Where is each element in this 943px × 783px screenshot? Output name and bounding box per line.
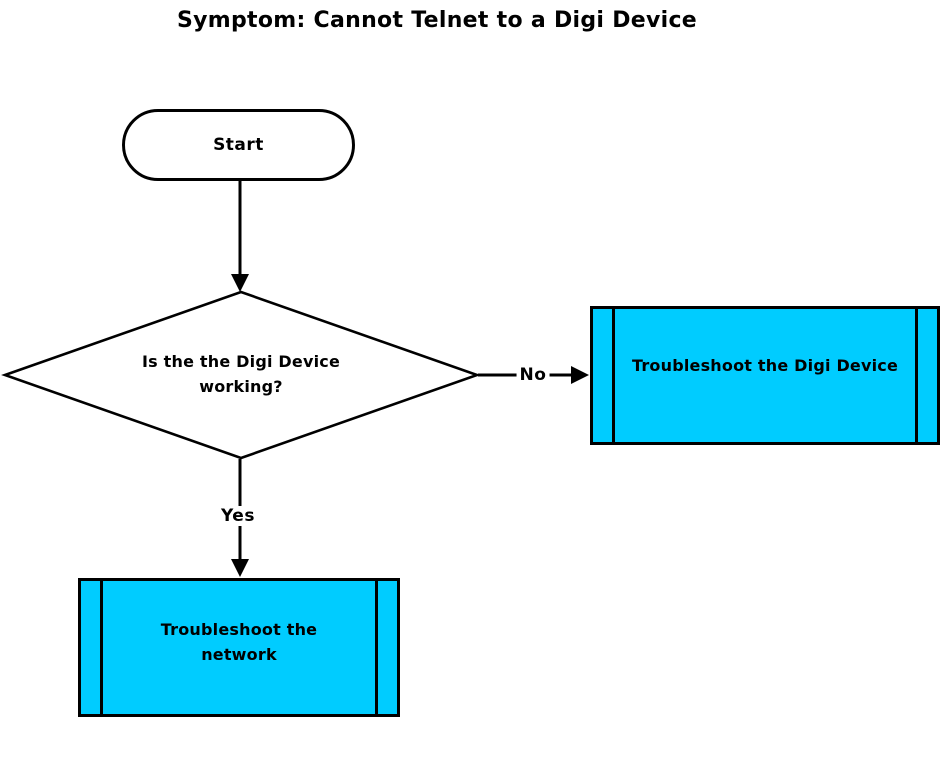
arrowhead-decision-no bbox=[571, 366, 589, 384]
arrowhead-decision-yes bbox=[231, 559, 249, 577]
predefined-process-bar-right bbox=[915, 309, 918, 442]
decision-diamond bbox=[1, 290, 481, 460]
edge-label-yes: Yes bbox=[218, 506, 258, 526]
node-start: Start bbox=[122, 109, 355, 181]
node-troubleshoot-digi-label: Troubleshoot the Digi Device bbox=[631, 356, 899, 376]
predefined-process-bar-left bbox=[100, 581, 103, 714]
node-troubleshoot-network-label: Troubleshoot the network bbox=[160, 619, 318, 664]
node-start-label: Start bbox=[213, 135, 264, 155]
node-decision-label: Is the the Digi Device working? bbox=[141, 352, 341, 396]
diagram-title: Symptom: Cannot Telnet to a Digi Device bbox=[176, 8, 698, 33]
node-troubleshoot-digi: Troubleshoot the Digi Device bbox=[590, 306, 940, 445]
node-troubleshoot-network: Troubleshoot the network bbox=[78, 578, 400, 717]
predefined-process-bar-left bbox=[612, 309, 615, 442]
arrowhead-start-to-decision bbox=[231, 274, 249, 292]
edge-label-no: No bbox=[516, 365, 550, 385]
predefined-process-bar-right bbox=[375, 581, 378, 714]
